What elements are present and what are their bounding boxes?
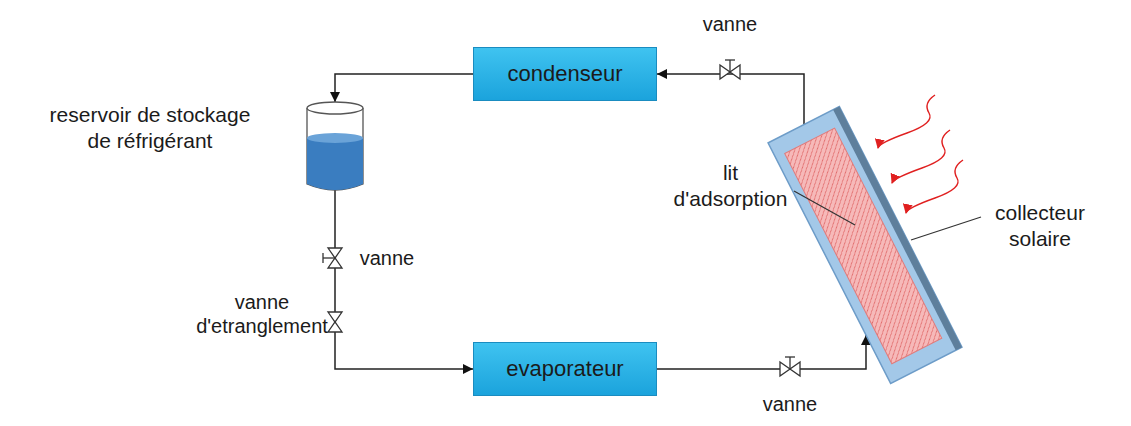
pipe-connector (657, 74, 804, 125)
valve-symbol (323, 248, 342, 268)
valve-label: vanne (690, 12, 770, 36)
node-label: lit d'adsorption (668, 160, 793, 212)
valve-symbol (780, 357, 800, 376)
node-label: condenseur (508, 61, 623, 87)
valve-label: vanne d'etranglement (187, 290, 337, 338)
throttle-valve-symbol (328, 312, 342, 332)
adsorption-bed: lit d'adsorption (755, 105, 975, 390)
storage-tank: reservoir de stockage de réfrigérant (305, 100, 365, 192)
solar-collector: collecteur solairelit d'adsorption (755, 105, 975, 390)
pipe-connector (335, 190, 473, 369)
valve-label: vanne (750, 392, 830, 416)
pipe-connector (335, 74, 473, 102)
condenser-box: condenseur (473, 47, 657, 101)
valve-label: vanne (352, 246, 422, 270)
node-label: evaporateur (506, 356, 623, 382)
pipe-connector (657, 335, 866, 369)
evaporator-box: evaporateur (473, 342, 657, 396)
bed-symbol (755, 105, 975, 390)
node-label: collecteur solaire (985, 200, 1095, 252)
valve-symbol (720, 60, 740, 79)
sun-rays (878, 95, 963, 213)
node-label: reservoir de stockage de réfrigérant (40, 102, 260, 154)
tank-symbol (305, 100, 365, 192)
